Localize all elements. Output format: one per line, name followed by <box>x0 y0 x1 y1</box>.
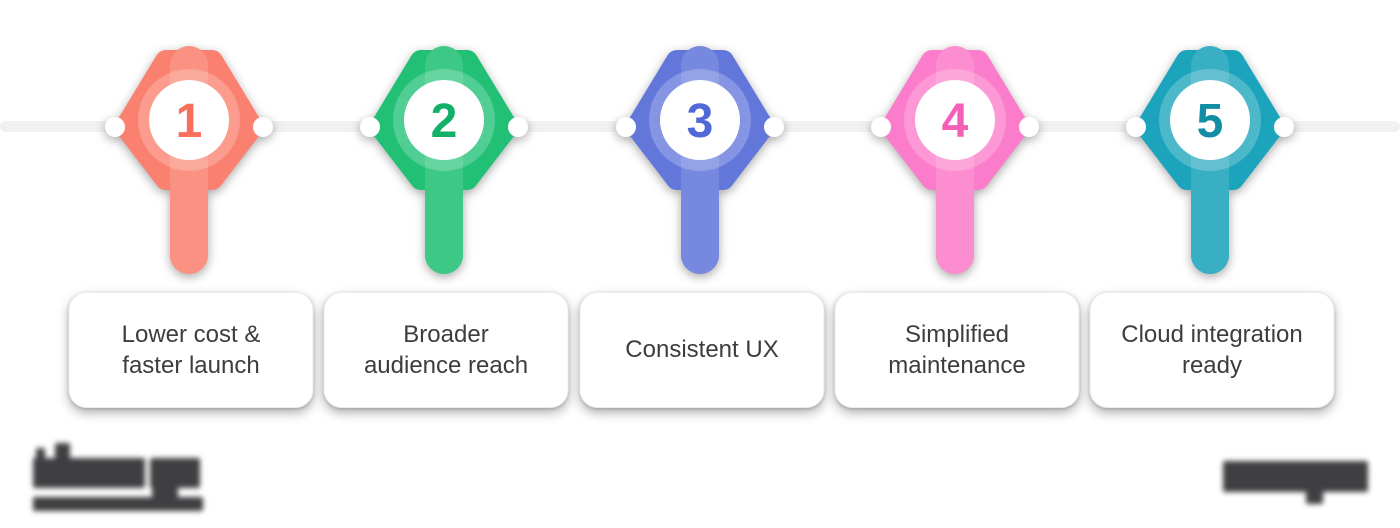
step-card-label: Consistent UX <box>625 336 779 364</box>
step-card: Broader audience reach <box>323 292 569 408</box>
step-number-circle <box>1170 80 1250 160</box>
step-number-circle <box>404 80 484 160</box>
watermark-left-underline <box>33 497 203 511</box>
step-number: 3 <box>687 95 714 148</box>
step-badge-icon: 3 <box>616 46 784 274</box>
step-card-label: Cloud integration ready <box>1121 320 1303 379</box>
timeline-step-marker: 2 <box>359 46 529 282</box>
step-badge-icon: 1 <box>105 46 273 274</box>
step-card: Lower cost & faster launch <box>68 292 314 408</box>
step-number: 5 <box>1197 95 1224 148</box>
timeline-node-dot-left <box>105 117 125 137</box>
watermark-left-stroke <box>150 458 200 488</box>
timeline-node-dot-left <box>1126 117 1146 137</box>
timeline-step-marker: 1 <box>104 46 274 282</box>
step-number: 1 <box>176 95 203 148</box>
timeline-node-dot-left <box>871 117 891 137</box>
step-badge-icon: 2 <box>360 46 528 274</box>
timeline-node-dot-right <box>508 117 528 137</box>
timeline-node-dot-right <box>764 117 784 137</box>
step-badge-icon: 4 <box>871 46 1039 274</box>
timeline-node-dot-right <box>1274 117 1294 137</box>
watermark-right <box>1220 458 1375 508</box>
step-number: 4 <box>942 95 969 148</box>
timeline-step-marker: 3 <box>615 46 785 282</box>
step-number-circle <box>660 80 740 160</box>
step-badge-icon: 5 <box>1126 46 1294 274</box>
step-card: Simplified maintenance <box>834 292 1080 408</box>
watermark-right-stroke <box>1223 461 1368 492</box>
step-number-circle <box>149 80 229 160</box>
timeline-node-dot-right <box>1019 117 1039 137</box>
step-card: Cloud integration ready <box>1089 292 1335 408</box>
step-card: Consistent UX <box>579 292 825 408</box>
step-card-label: Simplified maintenance <box>888 320 1026 379</box>
step-number-circle <box>915 80 995 160</box>
watermark-right-stroke <box>1306 490 1323 504</box>
step-card-label: Lower cost & faster launch <box>121 320 261 379</box>
timeline-node-dot-right <box>253 117 273 137</box>
timeline-step-marker: 5 <box>1125 46 1295 282</box>
timeline-step-marker: 4 <box>870 46 1040 282</box>
timeline-node-dot-left <box>616 117 636 137</box>
watermark-left <box>30 441 225 516</box>
timeline-node-dot-left <box>360 117 380 137</box>
watermark-left-stroke <box>33 458 145 488</box>
step-card-label: Broader audience reach <box>363 320 529 379</box>
step-number: 2 <box>431 95 458 148</box>
